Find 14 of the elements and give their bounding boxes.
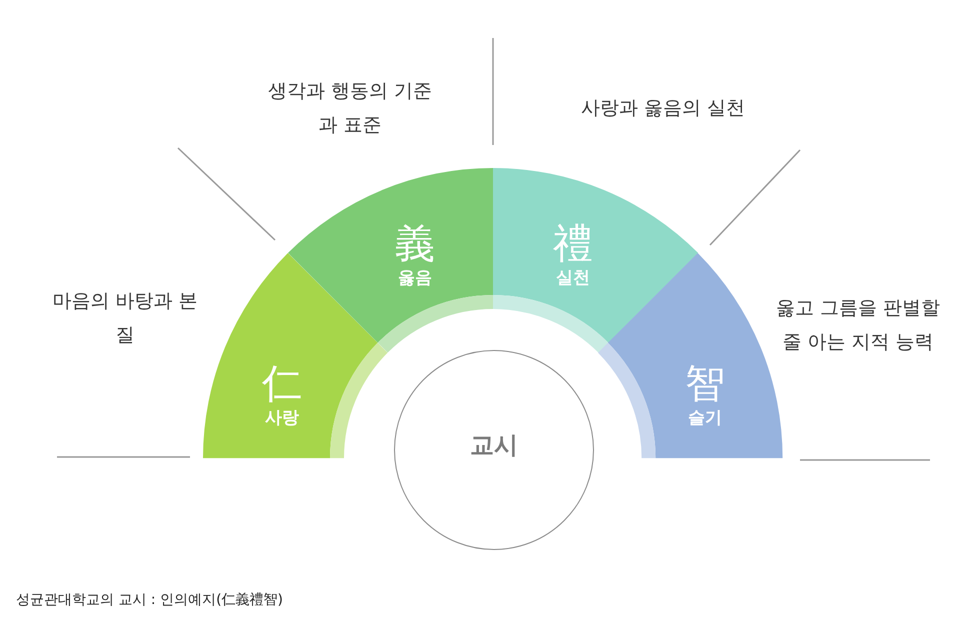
description-text: 사랑과 옳음의 실천 [580,96,746,121]
hanja-character: 義 [394,221,435,267]
description-text: 마음의 바탕과 본질 [51,289,199,348]
center-label: 교시 [470,430,518,461]
caption: 성균관대학교의 교시 : 인의예지(仁義禮智) [16,591,283,609]
segment-label: 옳음 [398,267,432,289]
hanja-character: 禮 [553,221,593,267]
segment-label: 슬기 [688,406,722,429]
segment-label: 실천 [556,267,590,289]
description-text: 옳고 그름을 판별할 줄 아는 지적 능력 [774,296,942,355]
hanja-character: 仁 [262,360,302,407]
hanja-character: 智 [684,360,725,407]
segment-label: 사랑 [265,406,299,429]
description-text: 생각과 행동의 기준과 표준 [266,79,434,138]
